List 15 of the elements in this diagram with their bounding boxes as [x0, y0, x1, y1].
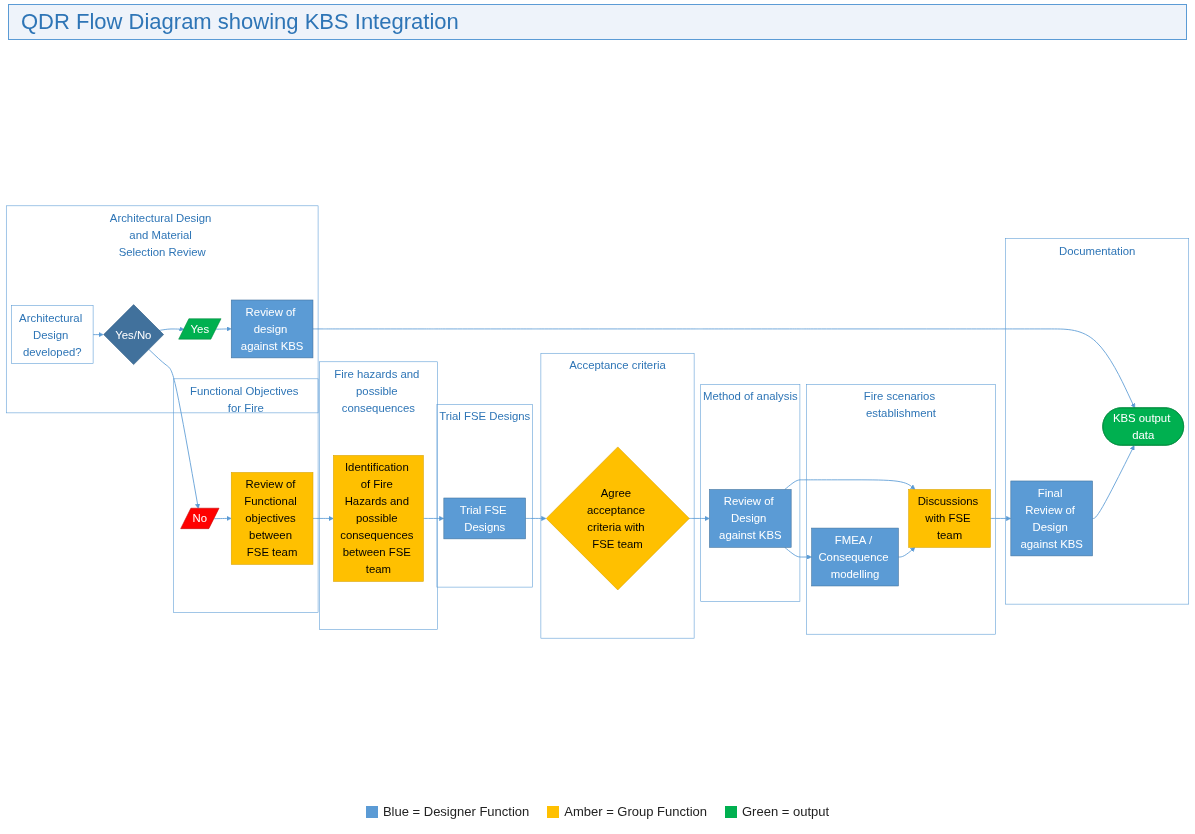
node-box: Trial FSE Designs — [443, 497, 526, 540]
node-box: Review of Functional objectives between FSE team — [230, 472, 314, 565]
node-box: Final Review of Design against KBS — [1010, 480, 1093, 557]
node-diamond: Yes/No — [103, 304, 164, 365]
legend-text: Amber = Group Function — [564, 804, 707, 819]
node-diamond: Agree acceptance criteria with FSE team — [546, 446, 690, 591]
legend-text: Blue = Designer Function — [382, 804, 530, 819]
diagram-title: QDR Flow Diagram showing KBS Integration — [8, 4, 1187, 40]
node-box: FMEA / Consequence modelling — [811, 527, 899, 587]
node-box: Discussions with FSE team — [908, 489, 991, 548]
node-box: Identification of Fire Hazards and possible consequences between FSE team — [333, 455, 424, 582]
node-box: Review of design against KBS — [230, 299, 314, 359]
node-box: Architectural Design developed? — [11, 305, 94, 364]
node-box: Review of Design against KBS — [709, 489, 792, 548]
legend-text: Green = output — [742, 804, 830, 819]
